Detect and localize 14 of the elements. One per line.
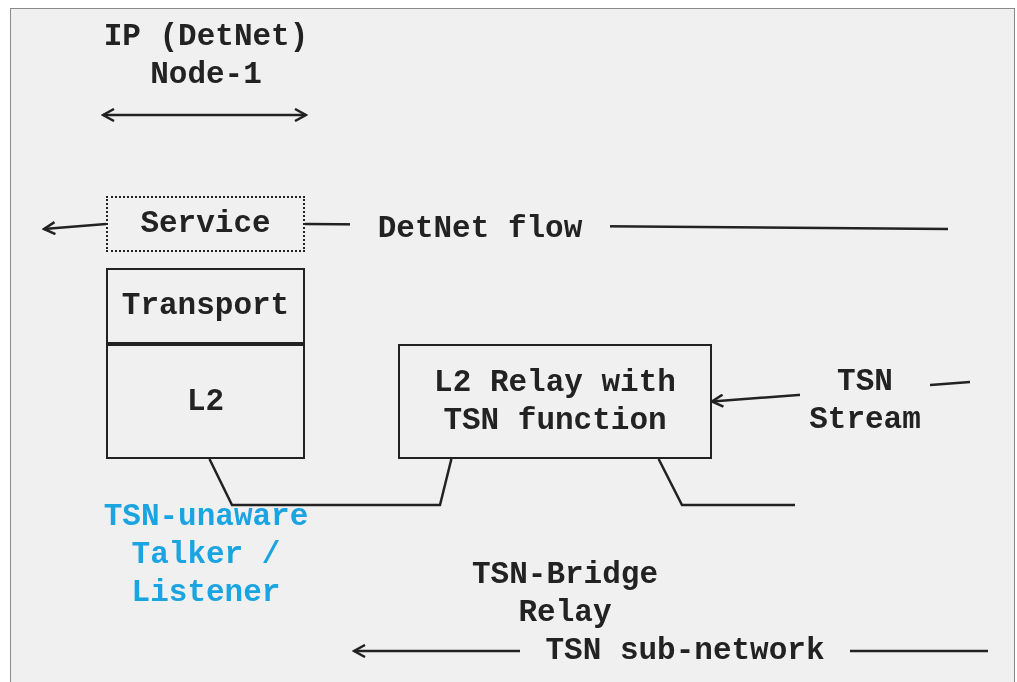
service-box — [106, 196, 305, 252]
caption-text: TSN-unaware Talker / Listener — [102, 498, 310, 612]
box-label: Service — [140, 205, 271, 243]
connector-arrow — [42, 220, 107, 236]
caption-text: TSN-Bridge Relay — [471, 556, 659, 632]
box-label: L2 Relay with TSN function — [433, 363, 677, 440]
l2-box — [106, 344, 305, 459]
box-label: L2 — [186, 382, 225, 421]
node-label: IP (DetNet) Node-1 — [96, 18, 316, 98]
relay-box — [398, 344, 712, 459]
connector-line — [657, 458, 795, 507]
connector-line — [208, 458, 453, 507]
box-label: Transport — [121, 287, 290, 325]
transport-box — [106, 268, 305, 344]
